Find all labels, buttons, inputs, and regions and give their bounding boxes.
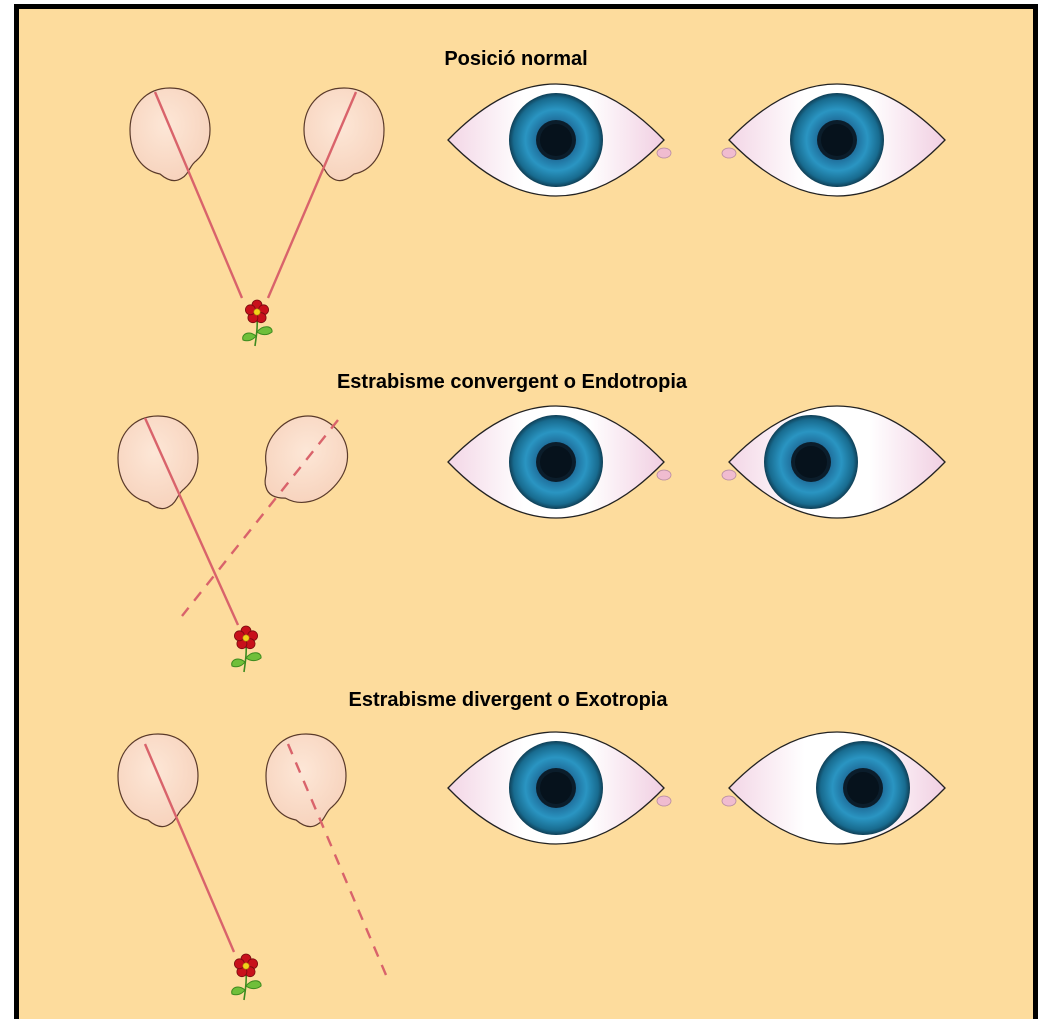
front-eye-right-inward	[722, 406, 945, 518]
row-normal: Posició normal	[130, 48, 945, 346]
row-divergent: Estrabisme divergent o Exotropia	[118, 689, 945, 1000]
flower-icon	[232, 954, 261, 1000]
left-eyeball	[118, 416, 198, 509]
left-eyeball	[130, 88, 210, 181]
front-eye-left	[448, 732, 671, 844]
flower-icon	[243, 300, 272, 346]
right-eyeball	[304, 88, 384, 181]
row-convergent: Estrabisme convergent o Endotropia	[118, 371, 945, 672]
title-divergent: Estrabisme divergent o Exotropia	[349, 689, 669, 711]
right-eyeball	[243, 400, 364, 522]
front-eye-right	[722, 84, 945, 196]
left-eyeball	[118, 734, 198, 827]
front-eye-left	[448, 406, 671, 518]
title-normal: Posició normal	[444, 48, 587, 70]
front-eye-left	[448, 84, 671, 196]
title-convergent: Estrabisme convergent o Endotropia	[337, 371, 688, 393]
flower-icon	[232, 626, 261, 672]
right-eyeball	[266, 734, 346, 827]
front-eye-right-outward	[722, 732, 945, 844]
